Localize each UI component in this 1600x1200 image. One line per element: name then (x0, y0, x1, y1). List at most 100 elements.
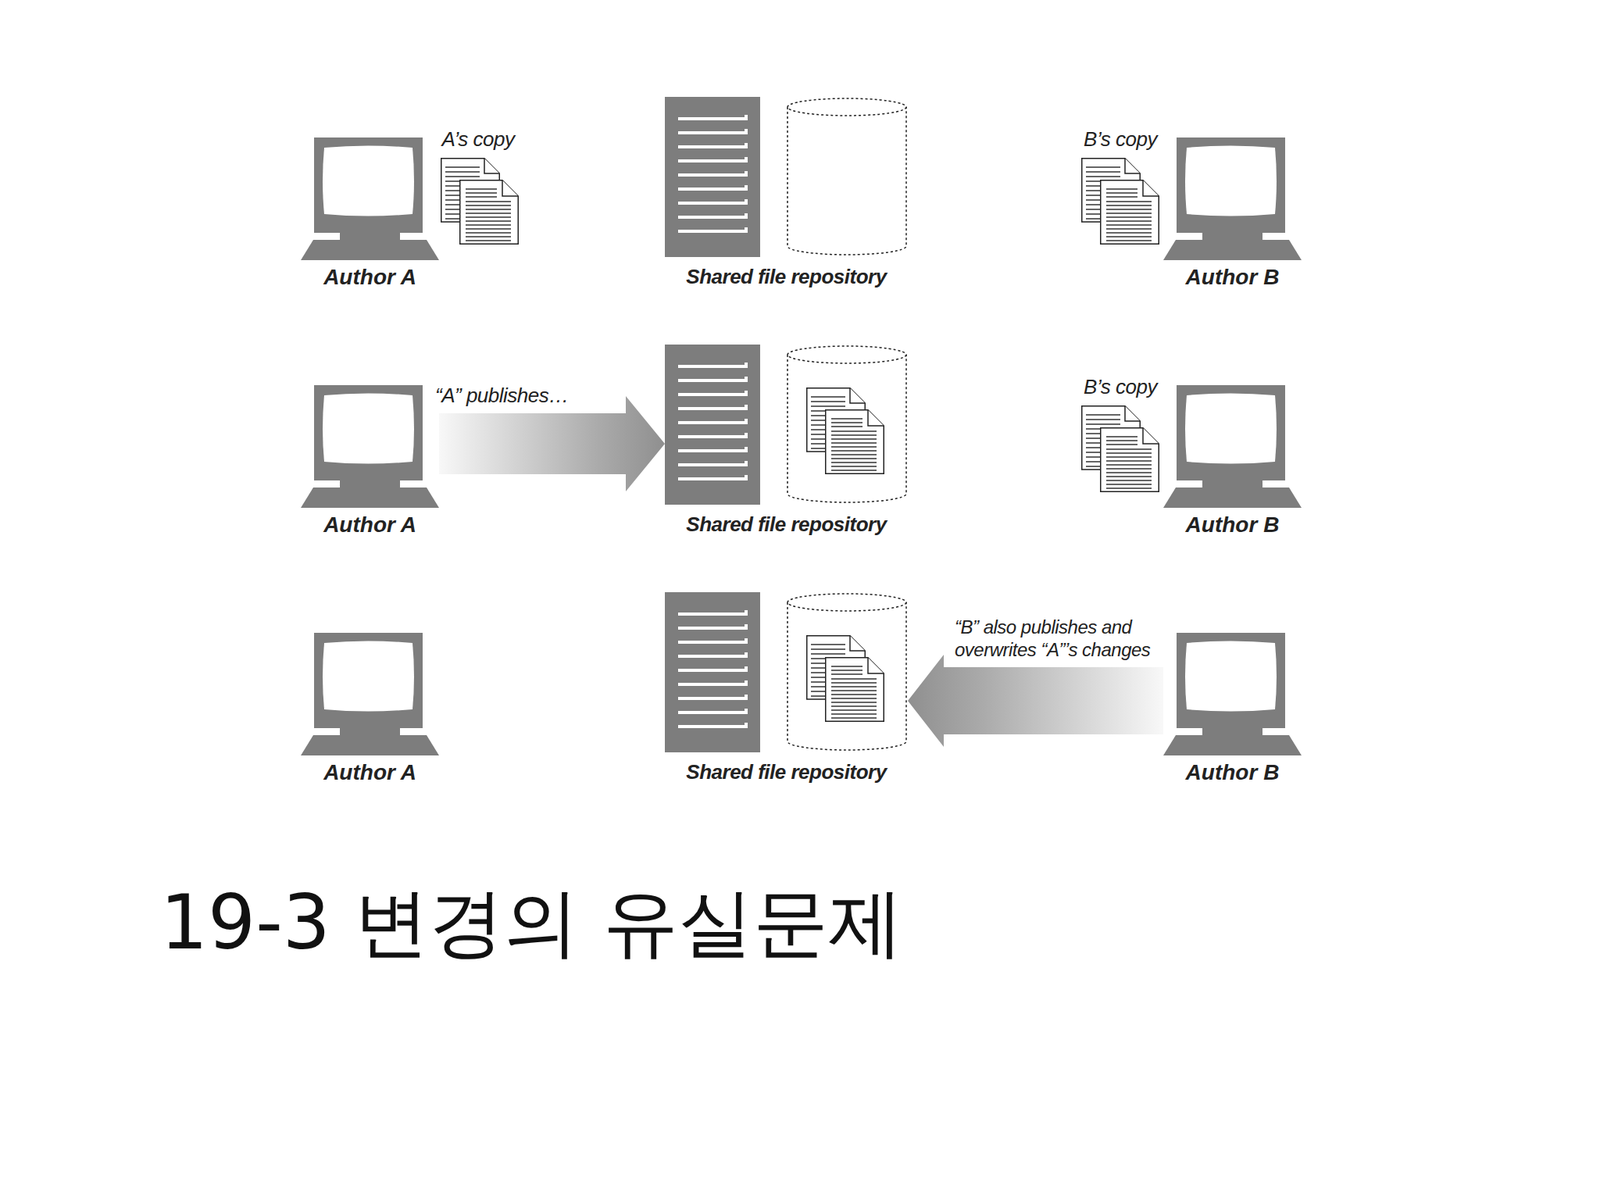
server-slot (678, 432, 747, 439)
node-label: Author B (1163, 512, 1302, 538)
edge-label: “A” publishes… (435, 384, 569, 408)
server-slot (678, 624, 747, 630)
server-slots (678, 362, 747, 481)
monitor-neck (339, 232, 400, 241)
server-slot (678, 666, 747, 672)
server-tower (664, 96, 761, 258)
computer-icon (300, 385, 440, 508)
server-slot (678, 404, 747, 411)
server-slot (678, 390, 747, 397)
monitor-body (314, 385, 423, 481)
server-slot (678, 680, 747, 686)
author-computer: Author A (300, 137, 440, 290)
author-computer: Author B (1163, 385, 1302, 538)
monitor-screen (1185, 146, 1277, 217)
publish-arrow (907, 654, 1164, 747)
monitor-neck (1202, 232, 1263, 241)
server-slot (678, 652, 747, 658)
computer-icon (1163, 137, 1302, 261)
monitor-body (1176, 632, 1286, 729)
server-slot (678, 694, 747, 700)
document-icon (1082, 406, 1160, 493)
monitor-base (300, 735, 440, 756)
monitor-screen (322, 146, 415, 217)
document-icon (807, 388, 885, 475)
document-icon (1082, 158, 1160, 245)
node-label: Shared file repository (664, 264, 908, 290)
storage-cylinder (787, 354, 907, 503)
storage-cylinder-top (787, 593, 907, 611)
server-slot (678, 157, 747, 163)
monitor-body (1176, 385, 1286, 481)
monitor-screen (322, 641, 415, 712)
server-slot (678, 227, 747, 233)
monitor-base (300, 487, 440, 508)
shared-repository: Shared file repository (664, 96, 908, 290)
server-slot (678, 610, 747, 616)
monitor-base (1163, 239, 1302, 261)
server-slot (678, 475, 747, 481)
author-computer: Author B (1163, 137, 1302, 290)
monitor-screen (322, 393, 415, 465)
node-label: Author A (300, 760, 440, 786)
node-label: Author B (1163, 264, 1302, 290)
author-computer: Author A (300, 632, 440, 786)
monitor-body (314, 137, 423, 233)
server-slot (678, 362, 747, 368)
node-label: Author A (300, 264, 440, 290)
computer-icon (1163, 632, 1302, 756)
node-label: Author A (300, 512, 440, 538)
edge-label: “B” also publishes and overwrites “A”’s … (954, 615, 1174, 661)
server-tower (664, 592, 761, 753)
copy-label: B’s copy (1083, 375, 1158, 399)
monitor-base (1163, 487, 1302, 508)
server-slots (678, 114, 747, 233)
server-slot (678, 418, 747, 425)
server-slot (678, 171, 747, 177)
monitor-neck (1202, 479, 1263, 489)
storage-cylinder (787, 602, 907, 750)
monitor-base (1163, 735, 1302, 756)
monitor-base (300, 239, 440, 261)
storage-cylinder-top (787, 346, 907, 364)
figure-caption: 19-3 변경의 유실문제 (160, 873, 904, 975)
copy-label: B’s copy (1083, 127, 1158, 151)
storage-cylinder-top (787, 98, 907, 116)
server-tower (664, 344, 761, 505)
server-slot (678, 128, 747, 135)
node-label: Shared file repository (664, 759, 908, 785)
server-slot (678, 114, 747, 121)
publish-arrow (439, 396, 665, 492)
server-slot (678, 722, 747, 729)
server-icon (664, 592, 908, 753)
server-slot (678, 460, 747, 467)
monitor-neck (339, 727, 400, 736)
server-slot (678, 142, 747, 149)
author-computer: Author A (300, 385, 440, 538)
monitor-neck (339, 479, 400, 489)
server-slot (678, 638, 747, 644)
server-slot (678, 708, 747, 715)
server-slot (678, 376, 747, 383)
monitor-screen (1185, 641, 1277, 712)
server-slot (678, 446, 747, 453)
computer-icon (300, 632, 440, 756)
node-label: Author B (1163, 760, 1302, 786)
computer-icon (300, 137, 440, 261)
shared-repository: Shared file repository (664, 592, 908, 785)
author-computer: Author B (1163, 632, 1302, 786)
storage-cylinder (787, 107, 907, 255)
server-slot (678, 185, 747, 191)
node-label: Shared file repository (664, 511, 908, 537)
server-icon (664, 344, 908, 505)
document-icon (441, 158, 519, 245)
monitor-screen (1185, 393, 1277, 465)
monitor-body (1176, 137, 1286, 233)
server-slot (678, 213, 747, 219)
copy-label: A’s copy (442, 127, 515, 151)
server-slots (678, 610, 747, 729)
monitor-body (314, 632, 423, 729)
